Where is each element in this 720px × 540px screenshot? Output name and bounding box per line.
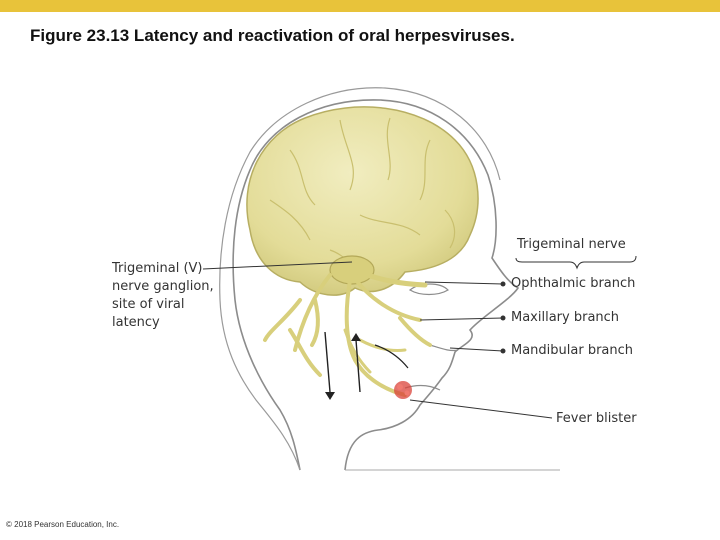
ophthalmic-branch-label: Ophthalmic branch bbox=[511, 276, 636, 291]
maxillary-branch-label: Maxillary branch bbox=[511, 310, 620, 325]
ganglion-label-line-1: Trigeminal (V) bbox=[112, 261, 203, 276]
ganglion-label-line-2: nerve ganglion, bbox=[112, 279, 214, 294]
figure-title: Figure 23.13 Latency and reactivation of… bbox=[30, 26, 515, 45]
ganglion-label-line-4: latency bbox=[112, 315, 160, 330]
ganglion-label-line-3: site of viral bbox=[112, 297, 185, 312]
brain-icon bbox=[246, 106, 479, 296]
ganglion-label: Trigeminal (V) nerve ganglion, site of v… bbox=[112, 260, 214, 332]
mandibular-branch-label: Mandibular branch bbox=[511, 343, 634, 358]
fever-blister-label: Fever blister bbox=[556, 411, 637, 426]
fever-blister-icon bbox=[394, 381, 412, 399]
trigeminal-nerve-label: Trigeminal nerve bbox=[517, 237, 626, 252]
top-accent-bar bbox=[0, 0, 720, 12]
copyright-notice: © 2018 Pearson Education, Inc. bbox=[6, 520, 120, 529]
